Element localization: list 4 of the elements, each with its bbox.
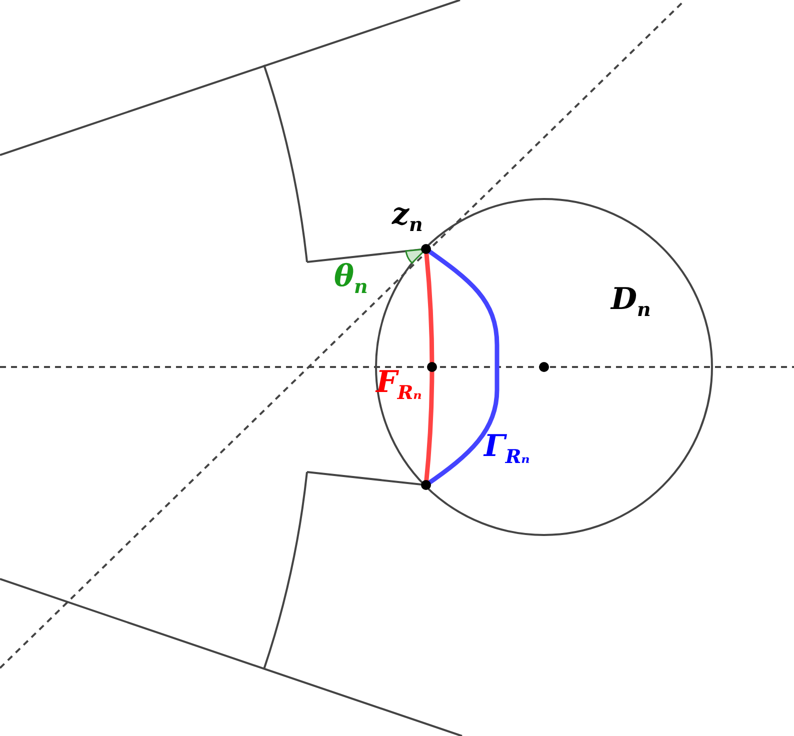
math-label: Γ$_{Rₙ}$ <box>484 432 530 467</box>
math-label: z$_{n}$ <box>392 200 423 235</box>
math-label: D$_{n}$ <box>611 285 651 320</box>
math-label: θ$_{n}$ <box>334 262 368 297</box>
